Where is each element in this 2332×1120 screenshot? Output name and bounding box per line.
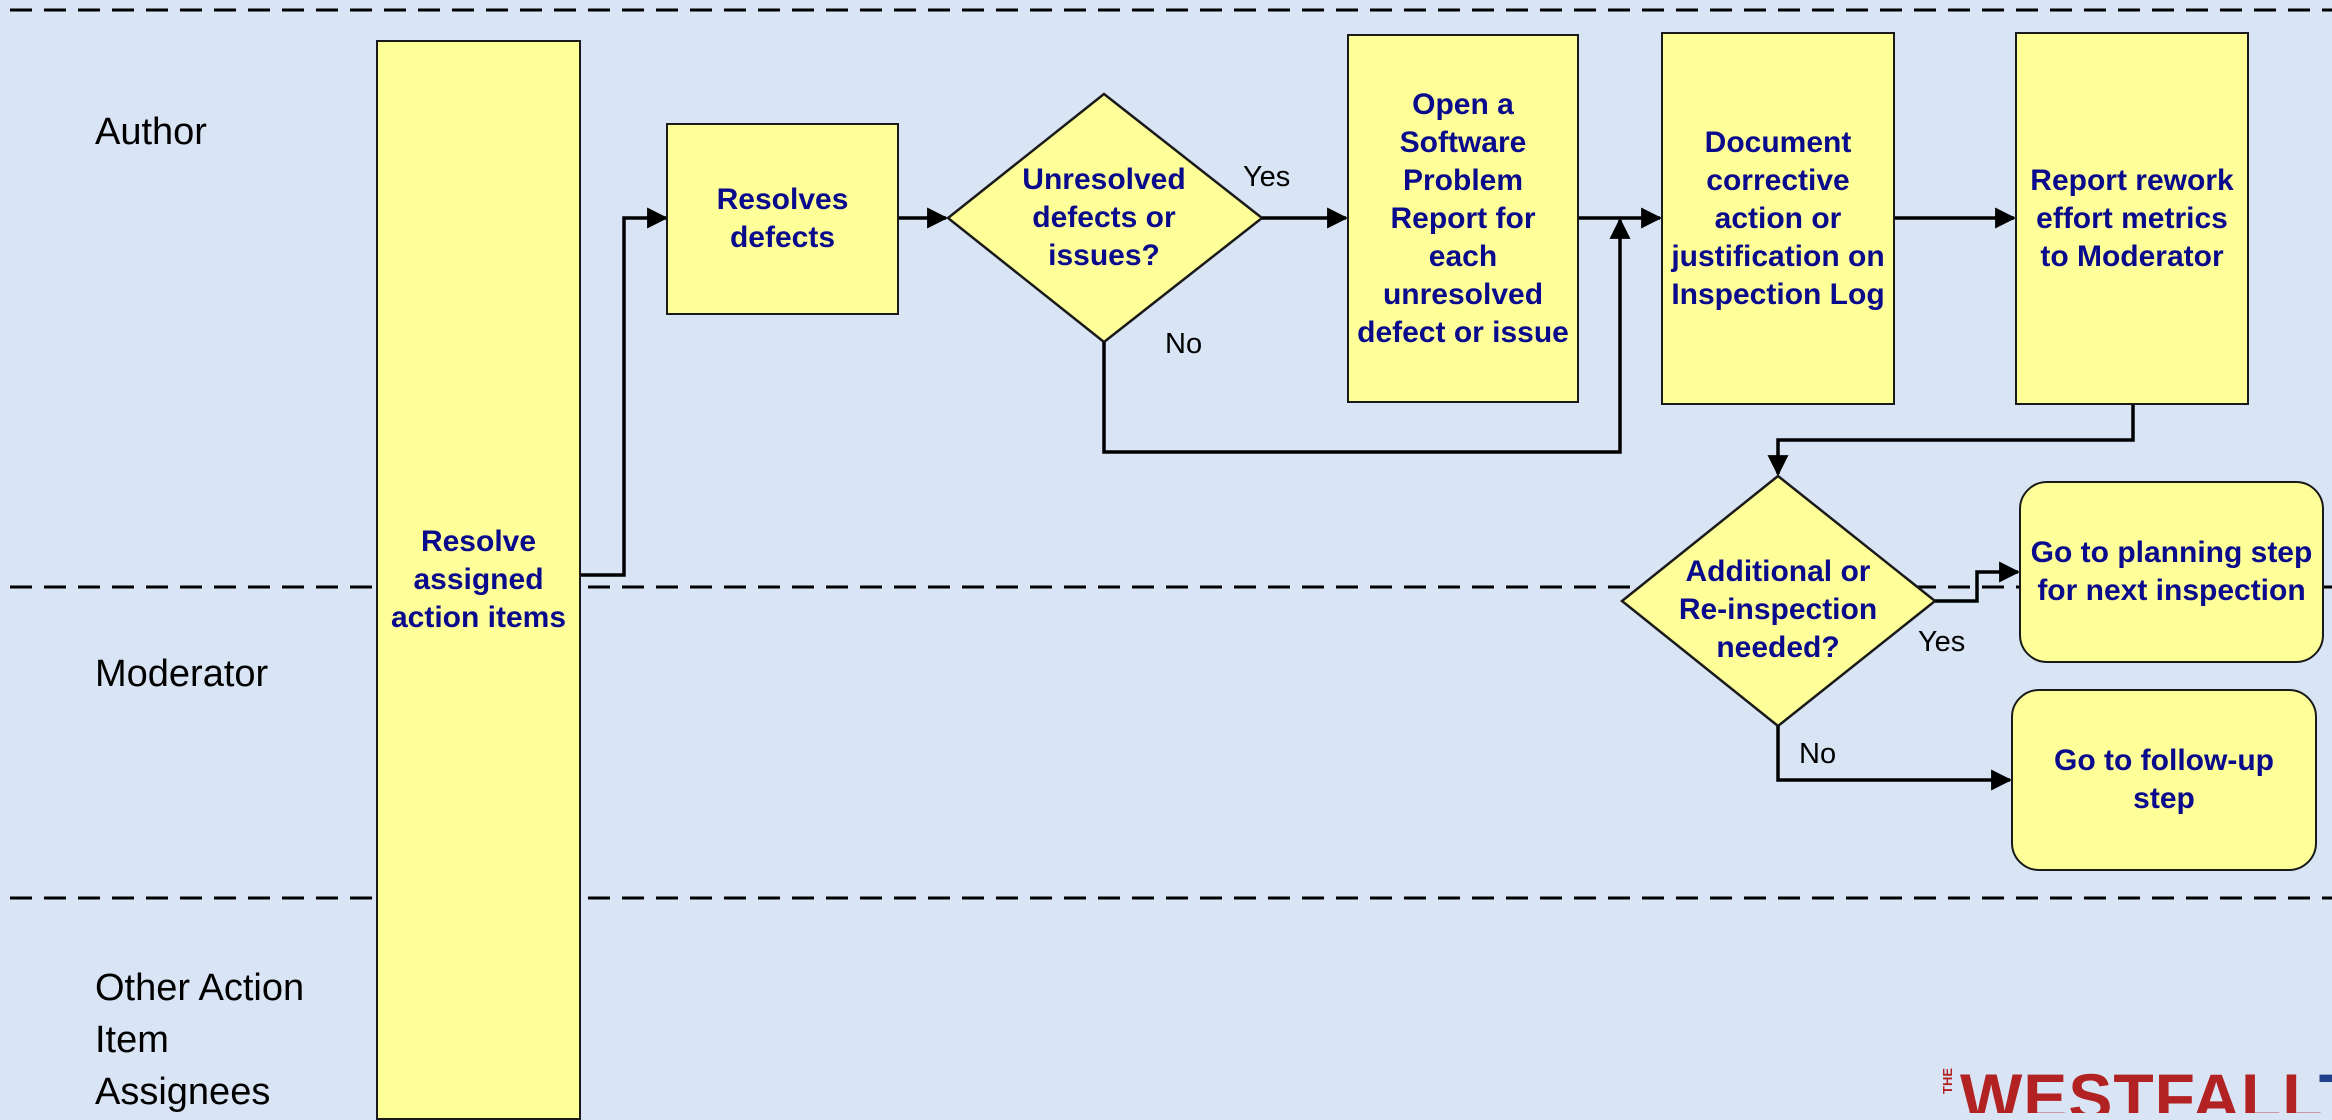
resolve-action-items-box: Resolve assigned action items	[376, 40, 581, 1120]
connector-reinspection-yes-to-planning	[1935, 561, 2021, 603]
edge-label-unresolved-yes: Yes	[1243, 161, 1291, 193]
edge-label-unresolved-no: No	[1165, 328, 1203, 360]
connector-reinspection-no-to-followup	[1776, 726, 2013, 791]
open-spr-text: Open a Software Problem Report for each …	[1357, 87, 1569, 349]
lane-label-moderator: Moderator	[95, 653, 269, 695]
resolve-action-items-text: Resolve assigned action items	[390, 525, 567, 634]
report-metrics-box: Report rework effort metrics to Moderato…	[2015, 32, 2249, 405]
connector-resolve-to-defects	[580, 207, 669, 577]
unresolved-decision-text: Unresolved defects or issues?	[1022, 163, 1186, 272]
logo-the-text: THE	[1940, 1068, 1955, 1094]
edge-label-reinspection-yes: Yes	[1918, 626, 1966, 658]
goto-planning-box: Go to planning step for next inspection	[2019, 481, 2324, 663]
connector-metrics-to-reinspection	[1767, 402, 2135, 477]
document-action-box: Document corrective action or justificat…	[1661, 32, 1895, 405]
report-metrics-text: Report rework effort metrics to Moderato…	[2030, 163, 2234, 273]
connector-decision-no-loop	[1102, 217, 1631, 454]
open-spr-box: Open a Software Problem Report for each …	[1347, 34, 1579, 403]
lane-label-author: Author	[95, 111, 207, 153]
document-action-text: Document corrective action or justificat…	[1671, 125, 1885, 311]
goto-followup-box: Go to follow-up step	[2011, 689, 2317, 871]
goto-planning-text: Go to planning step for next inspection	[2030, 536, 2313, 607]
lane-label-other-assignees: Other Action Item Assignees	[95, 967, 305, 1113]
logo-trailing-text: T	[2319, 1060, 2332, 1113]
edge-label-reinspection-no: No	[1799, 738, 1837, 770]
goto-followup-text: Go to follow-up step	[2054, 744, 2274, 815]
westfall-logo: THE WESTFALLT	[1938, 1058, 2332, 1113]
resolves-defects-text: Resolves defects	[716, 183, 849, 254]
logo-wordmark: WESTFALLT	[1960, 1064, 2332, 1113]
logo-name-text: WESTFALL	[1960, 1060, 2319, 1113]
reinspection-decision-text: Additional or Re-inspection needed?	[1678, 555, 1878, 664]
resolves-defects-box: Resolves defects	[666, 123, 899, 315]
